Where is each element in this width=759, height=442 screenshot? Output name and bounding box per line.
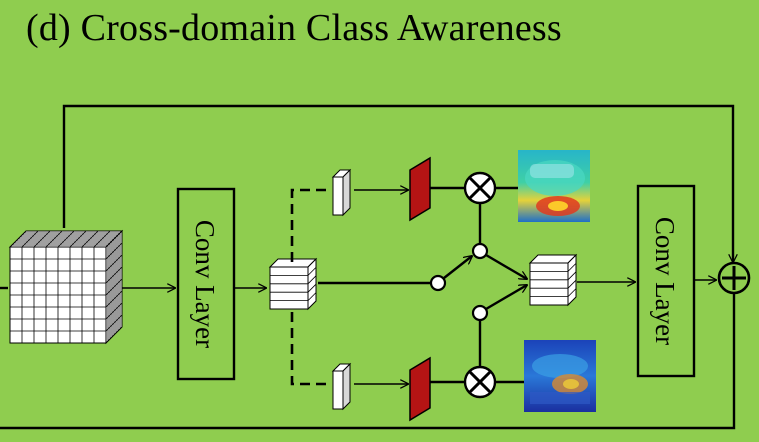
skip-connection-top	[62, 104, 733, 262]
dashed-branch-bottom	[290, 312, 330, 386]
conv-layer-right: Conv Layer	[636, 184, 696, 378]
switch-node-bottom	[471, 304, 489, 322]
attention-heatmap-bottom	[524, 340, 596, 412]
multiply-node-top	[463, 171, 497, 205]
add-node	[717, 261, 751, 295]
conv-layer-left: Conv Layer	[176, 187, 236, 381]
input-feature-volume	[8, 229, 124, 345]
feature-stack-left	[268, 257, 318, 311]
multiply-node-bottom	[463, 365, 497, 399]
feature-stack-right	[528, 253, 578, 307]
switch-lever	[443, 256, 472, 279]
pooled-vector-top	[331, 168, 352, 217]
classifier-bottom	[409, 356, 431, 422]
circled-times-icon	[468, 370, 492, 394]
switch-node-top	[471, 242, 489, 260]
arrow-switch-top-to-output	[485, 253, 527, 279]
classifier-top	[409, 156, 431, 222]
attention-heatmap-top	[518, 150, 590, 222]
figure-title: (d) Cross-domain Class Awareness	[26, 7, 562, 49]
circled-plus-icon	[722, 266, 746, 290]
pooled-vector-bottom	[331, 362, 352, 411]
dashed-branch-top	[290, 188, 330, 262]
arrow-switch-bottom-to-output	[485, 285, 527, 311]
switch-node-input	[429, 274, 447, 292]
skip-connection-bottom	[0, 294, 736, 430]
conv-layer-left-label: Conv Layer	[190, 220, 220, 348]
circled-times-icon	[468, 176, 492, 200]
conv-layer-right-label: Conv Layer	[650, 217, 680, 345]
